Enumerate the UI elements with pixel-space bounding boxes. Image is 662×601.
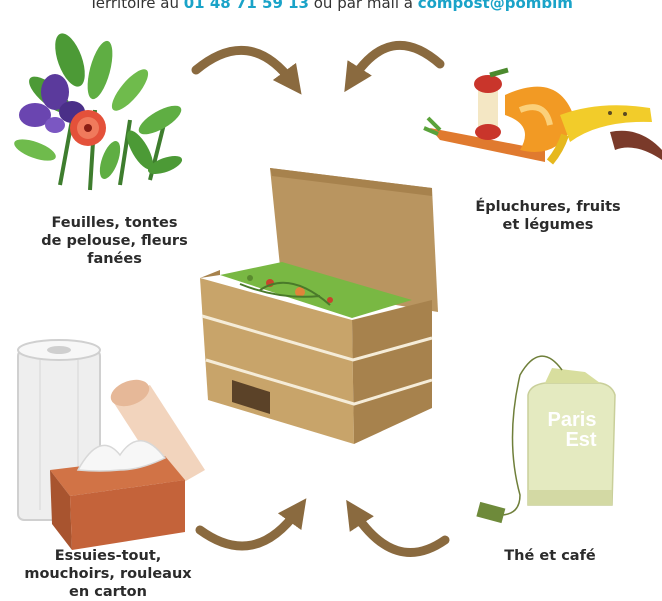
- label-tea-coffee: Thé et café: [470, 547, 630, 565]
- tea-bag-logo: Paris Est: [532, 410, 612, 450]
- paper-towel-icon: [18, 340, 205, 550]
- compost-bin-icon: [200, 168, 438, 444]
- peelings-icon: [424, 70, 662, 162]
- label-line: Épluchures, fruits: [458, 198, 638, 216]
- flowers-icon: [12, 30, 186, 190]
- label-line: Essuies-tout,: [8, 547, 208, 565]
- arrow-icon-top-right: [352, 45, 440, 80]
- label-kitchen-waste: Épluchures, fruits et légumes: [458, 198, 638, 234]
- arrow-icon-top-left: [196, 50, 293, 83]
- label-garden-waste: Feuilles, tontes de pelouse, fleurs fané…: [22, 214, 207, 268]
- tea-bag-logo-line2: Est: [532, 430, 612, 450]
- label-line: Thé et café: [470, 547, 630, 565]
- tea-bag-logo-line1: Paris: [532, 410, 612, 430]
- label-line: Feuilles, tontes: [22, 214, 207, 232]
- label-line: fanées: [22, 250, 207, 268]
- label-line: et légumes: [458, 216, 638, 234]
- label-line: de pelouse, fleurs: [22, 232, 207, 250]
- arrow-icon-bottom-right: [354, 512, 445, 553]
- label-paper-waste: Essuies-tout, mouchoirs, rouleaux en car…: [8, 547, 208, 601]
- label-line: en carton: [8, 583, 208, 601]
- label-line: mouchoirs, rouleaux: [8, 565, 208, 583]
- arrow-icon-bottom-left: [200, 510, 298, 546]
